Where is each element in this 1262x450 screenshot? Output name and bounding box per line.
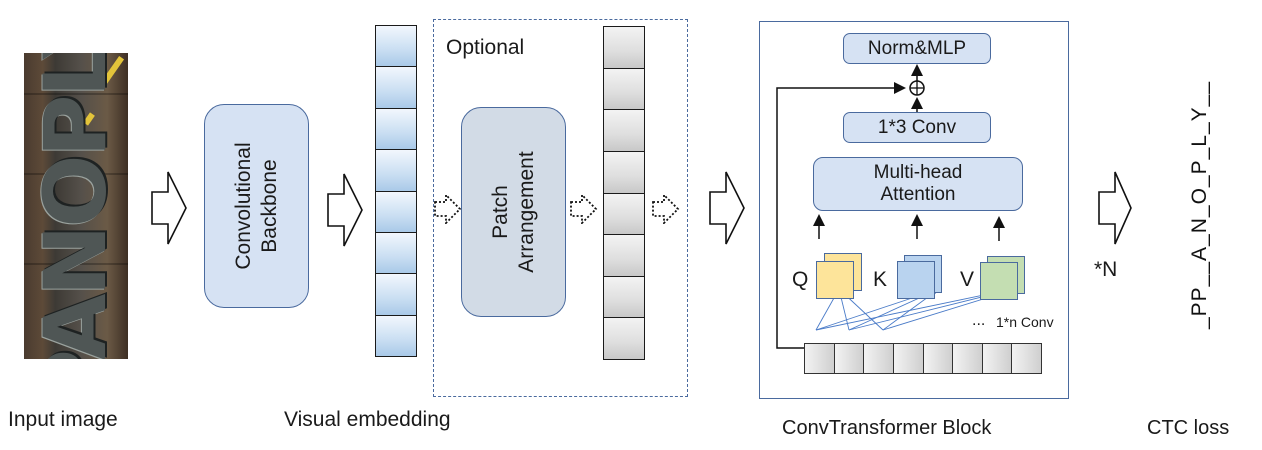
ctc-sequence: _PP__A_N_O_P_L_Y__ bbox=[1187, 80, 1211, 330]
arrow-right-icon bbox=[327, 173, 363, 247]
ellipsis: ... bbox=[972, 312, 986, 329]
arrow-right-icon bbox=[1098, 171, 1132, 245]
patch-arrangement-block: Patch Arrangement bbox=[461, 107, 566, 317]
embedding-cell bbox=[376, 26, 416, 68]
embedding-cell bbox=[376, 108, 416, 151]
embedding-cell bbox=[604, 27, 644, 69]
value-map bbox=[980, 262, 1018, 300]
token-cell bbox=[953, 344, 983, 373]
optional-region bbox=[433, 19, 688, 397]
embedding-cell bbox=[604, 110, 644, 152]
embedding-cell bbox=[376, 274, 416, 316]
backbone-label-line2: Backbone bbox=[257, 159, 281, 253]
token-cell bbox=[923, 344, 954, 373]
residual-connection bbox=[776, 82, 906, 349]
conv-1xn-label: 1*n Conv bbox=[996, 314, 1054, 330]
ctc-sequence-wrapper: _PP__A_N_O_P_L_Y__ bbox=[1035, 81, 1262, 329]
convolutional-backbone-block: Convolutional Backbone bbox=[204, 104, 309, 308]
value-label: V bbox=[960, 268, 975, 291]
convtransformer-block bbox=[759, 21, 1069, 399]
arrow-right-icon bbox=[151, 171, 187, 245]
input-image: PANOPLY bbox=[24, 53, 128, 359]
dotted-arrow-icon bbox=[570, 194, 598, 224]
patch-label-line2: Arrangement bbox=[514, 151, 538, 273]
multi-head-attention-block: Multi-head Attention bbox=[813, 157, 1023, 211]
token-cell bbox=[805, 344, 835, 373]
token-row bbox=[804, 343, 1042, 374]
repeat-n-label: *N bbox=[1094, 258, 1118, 281]
key-map bbox=[897, 261, 935, 299]
mha-label-line2: Attention bbox=[880, 184, 956, 205]
arrow-right-icon bbox=[709, 171, 745, 245]
embedding-cell bbox=[376, 67, 416, 109]
key-label: K bbox=[873, 268, 888, 291]
embedding-cell bbox=[376, 232, 416, 275]
norm-mlp-block: Norm&MLP bbox=[843, 33, 991, 64]
embedding-cell bbox=[604, 193, 644, 236]
dotted-arrow-icon bbox=[652, 194, 680, 224]
token-cell bbox=[864, 344, 894, 373]
embedding-cell bbox=[376, 150, 416, 192]
embedding-cell bbox=[376, 191, 416, 233]
token-cell bbox=[893, 344, 924, 373]
mha-label-line1: Multi-head bbox=[873, 162, 963, 183]
visual-embedding-caption: Visual embedding bbox=[284, 408, 451, 431]
optional-title: Optional bbox=[446, 36, 525, 59]
token-cell bbox=[1012, 344, 1041, 373]
visual-embedding-column bbox=[375, 25, 417, 357]
token-cell bbox=[982, 344, 1013, 373]
embedding-cell bbox=[604, 235, 644, 277]
embedding-cell bbox=[604, 68, 644, 111]
backbone-label-line1: Convolutional bbox=[231, 142, 255, 270]
query-label: Q bbox=[792, 268, 809, 291]
embedding-cell bbox=[604, 151, 644, 194]
token-cell bbox=[834, 344, 865, 373]
input-image-text: PANOPLY bbox=[26, 53, 126, 359]
embedding-cell bbox=[604, 318, 644, 359]
conv-1x3-block: 1*3 Conv bbox=[843, 112, 991, 143]
patch-label-line1: Patch bbox=[488, 185, 512, 239]
embedding-cell bbox=[604, 276, 644, 319]
dotted-arrow-icon bbox=[434, 194, 462, 224]
embedding-cell bbox=[376, 315, 416, 356]
input-image-caption: Input image bbox=[8, 408, 118, 431]
arranged-embedding-column bbox=[603, 26, 645, 360]
ctc-loss-caption: CTC loss bbox=[1147, 417, 1230, 439]
convtransformer-caption: ConvTransformer Block bbox=[782, 417, 992, 439]
query-map bbox=[816, 261, 854, 299]
